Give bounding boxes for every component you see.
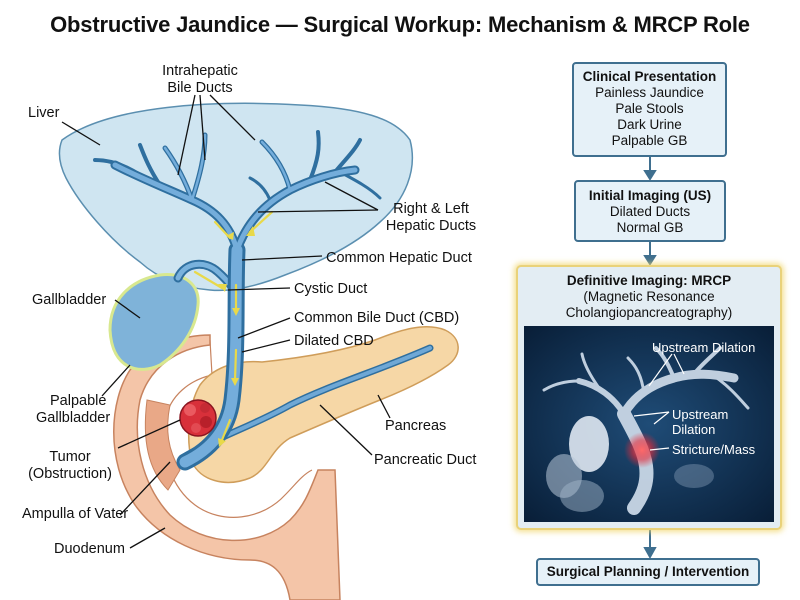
label-tumor: Tumor xyxy=(49,449,91,465)
mrcp-heading: Definitive Imaging: MRCP xyxy=(566,273,732,288)
label-pancreas: Pancreas xyxy=(385,418,446,434)
flow-arrow xyxy=(233,348,238,382)
mrcp-label-upstream: Upstream xyxy=(672,407,728,422)
label-intrahepatic: Bile Ducts xyxy=(167,80,232,96)
duodenum-shape xyxy=(113,334,341,600)
label-cbd: Common Bile Duct (CBD) xyxy=(294,310,459,326)
gallbladder-shape xyxy=(108,273,200,371)
label-pancreatic-duct: Pancreatic Duct xyxy=(374,452,476,468)
flow-arrow xyxy=(248,210,274,234)
label-gallbladder: Gallbladder xyxy=(32,292,106,308)
clinical-presentation-box: Clinical Presentation Painless Jaundice … xyxy=(572,62,727,157)
surgical-planning-box: Surgical Planning / Intervention xyxy=(536,558,760,586)
label-palpable-gallbladder: Palpable xyxy=(50,393,106,409)
clinical-item: Dark Urine xyxy=(617,117,682,132)
label-hepatic-ducts: Hepatic Ducts xyxy=(386,218,476,234)
clinical-item: Painless Jaundice xyxy=(595,85,704,100)
label-dilated-cbd: Dilated CBD xyxy=(294,333,374,349)
clinical-item: Palpable GB xyxy=(611,133,688,148)
label-intrahepatic: Intrahepatic xyxy=(162,63,238,79)
clinical-heading: Clinical Presentation xyxy=(582,69,717,84)
flow-arrow xyxy=(193,270,224,290)
label-ampulla: Ampulla of Vater xyxy=(22,506,128,522)
label-palpable-gallbladder: Gallbladder xyxy=(36,410,110,426)
mrcp-image: Upstream Dilation Upstream Dilation Stri… xyxy=(524,326,774,522)
page-title: Obstructive Jaundice — Surgical Workup: … xyxy=(50,12,750,37)
flow-arrow xyxy=(220,418,232,442)
tumor-mass xyxy=(179,399,217,437)
mrcp-label-upstream: Upstream Dilation xyxy=(652,340,755,355)
label-cystic-duct: Cystic Duct xyxy=(294,281,367,297)
liver-shape xyxy=(58,102,414,292)
mrcp-label-upstream: Dilation xyxy=(672,422,715,437)
initial-imaging-box: Initial Imaging (US) Dilated Ducts Norma… xyxy=(574,180,726,242)
initial-item: Normal GB xyxy=(616,220,684,235)
mrcp-subtitle: (Magnetic Resonance xyxy=(583,289,715,304)
label-liver: Liver xyxy=(28,105,60,121)
initial-heading: Initial Imaging (US) xyxy=(588,188,712,203)
label-tumor: (Obstruction) xyxy=(28,466,112,482)
label-common-hepatic: Common Hepatic Duct xyxy=(326,250,472,266)
duodenum-shape xyxy=(163,339,313,518)
mrcp-label-stricture: Stricture/Mass xyxy=(672,442,756,457)
mrcp-subtitle: Cholangiopancreatography) xyxy=(565,305,733,320)
label-duodenum: Duodenum xyxy=(54,541,125,557)
stricture-highlight xyxy=(624,432,660,468)
initial-item: Dilated Ducts xyxy=(609,204,691,219)
label-hepatic-ducts: Right & Left xyxy=(393,201,469,217)
clinical-item: Pale Stools xyxy=(615,101,684,116)
